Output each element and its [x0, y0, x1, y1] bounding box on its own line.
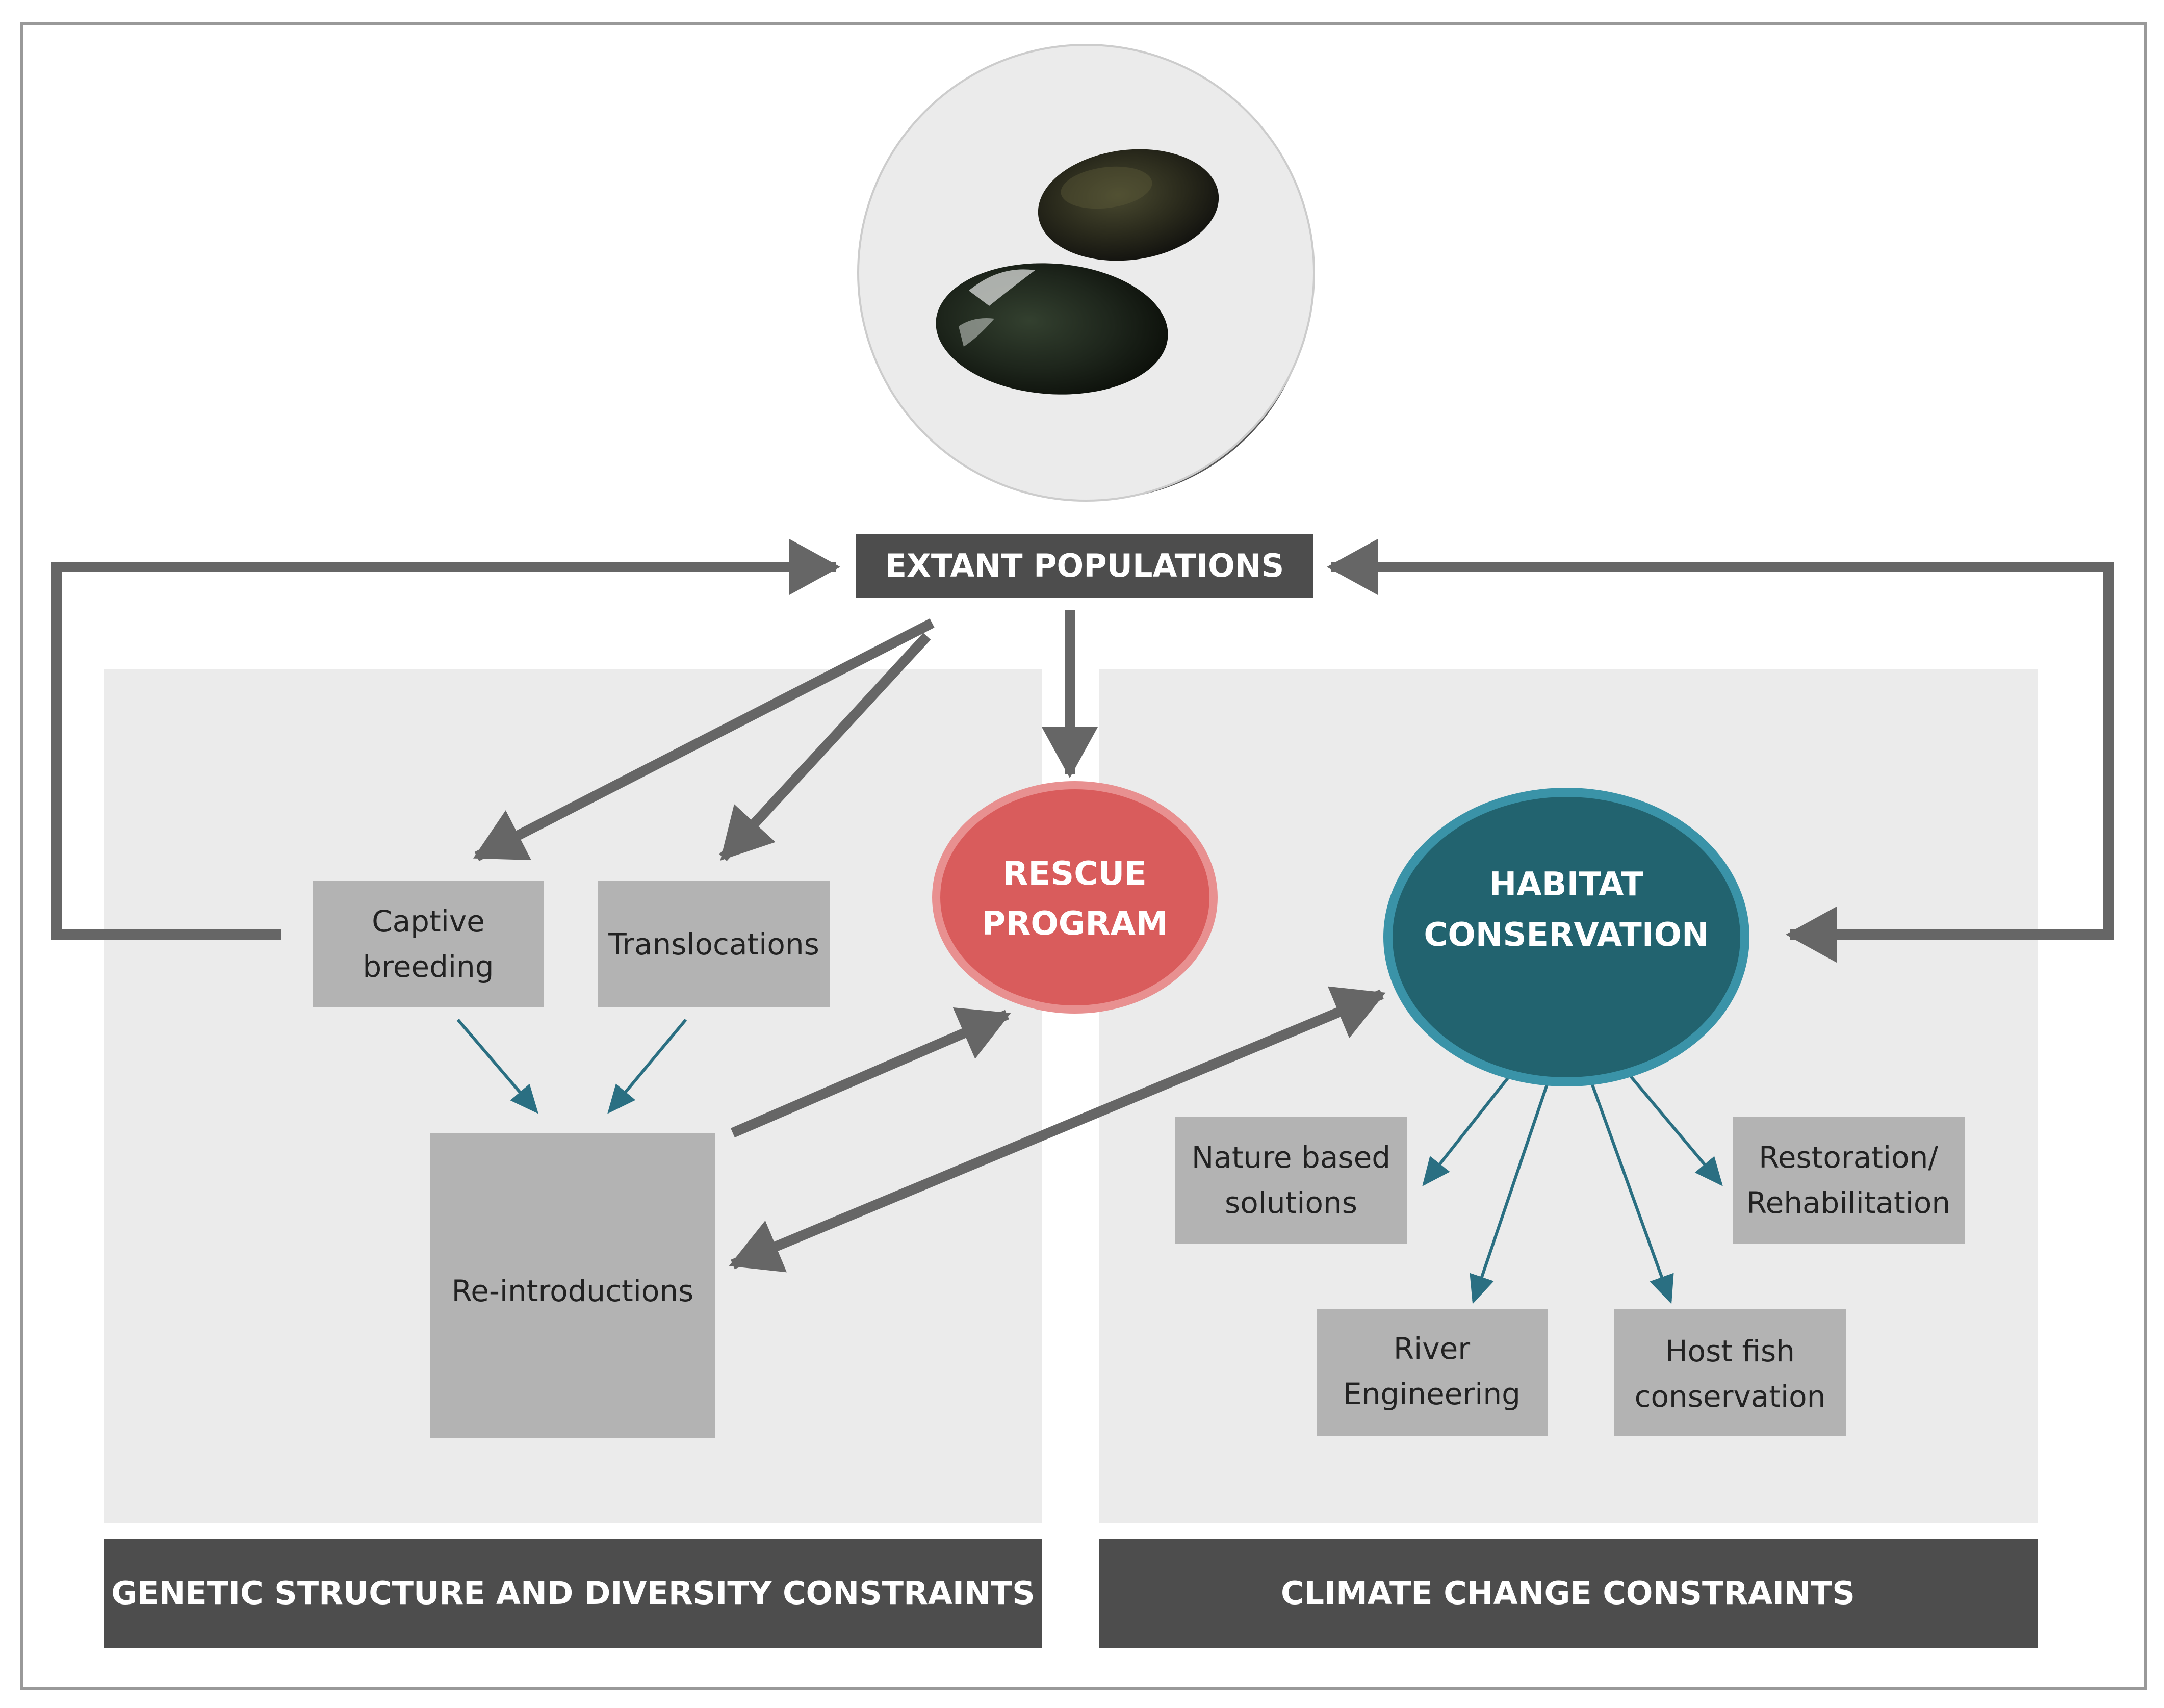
rescue-program-label: RESCUE [1003, 855, 1147, 893]
arrow-to-captive-breeding [473, 618, 935, 861]
loop-arrow-left [51, 539, 840, 940]
translocations-box [598, 881, 830, 1007]
arrow-reintro-habitat [729, 986, 1386, 1273]
nature-based-solutions-label: solutions [1225, 1185, 1357, 1220]
habitat-conservation-label: CONSERVATION [1424, 916, 1709, 954]
captive-breeding-label: Captive [372, 904, 485, 939]
mussel-photo [857, 44, 1315, 502]
nature-based-solutions-label: Nature based [1192, 1140, 1390, 1175]
mussel-shell-icon [1038, 149, 1219, 261]
restoration-box [1733, 1117, 1965, 1244]
host-fish-conservation-label: conservation [1635, 1379, 1826, 1414]
reintroductions-label: Re-introductions [452, 1274, 694, 1308]
river-engineering-label: Engineering [1343, 1377, 1521, 1411]
arrow-to-host-fish [1584, 1066, 1674, 1304]
captive-breeding-box [313, 881, 544, 1007]
arrow-to-restoration [1621, 1066, 1723, 1186]
rescue-program-label: PROGRAM [982, 905, 1168, 943]
arrow-captive-to-reintro [456, 1019, 538, 1114]
genetic-constraints-label: GENETIC STRUCTURE AND DIVERSITY CONSTRAI… [111, 1574, 1035, 1612]
reintroductions-box [430, 1133, 715, 1438]
extant-populations-box [856, 534, 1313, 598]
river-engineering-label: River [1394, 1331, 1470, 1366]
arrow-to-translocations [719, 633, 931, 861]
arrow-to-nature-based [1422, 1066, 1518, 1186]
rescue-program-node [932, 781, 1218, 1014]
extant-populations-label: EXTANT POPULATIONS [885, 547, 1284, 584]
river-engineering-box [1317, 1309, 1548, 1436]
nature-based-solutions-box [1175, 1117, 1407, 1244]
host-fish-conservation-label: Host fish [1665, 1334, 1795, 1368]
restoration-label: Restoration/ [1759, 1140, 1938, 1175]
climate-constraints-label: CLIMATE CHANGE CONSTRAINTS [1281, 1574, 1855, 1612]
restoration-label: Rehabilitation [1746, 1185, 1950, 1220]
host-fish-conservation-box [1614, 1309, 1846, 1436]
translocations-label: Translocations [608, 927, 819, 962]
habitat-conservation-node [1383, 788, 1749, 1086]
arrow-to-river-engineering [1470, 1066, 1555, 1304]
captive-breeding-label: breeding [363, 949, 494, 984]
climate-constraints-bar [1099, 1539, 2038, 1648]
arrow-transloc-to-reintro [607, 1019, 687, 1114]
habitat-conservation-label: HABITAT [1489, 866, 1644, 903]
loop-arrow-right [1327, 539, 2114, 963]
genetic-constraints-bar [104, 1539, 1042, 1648]
